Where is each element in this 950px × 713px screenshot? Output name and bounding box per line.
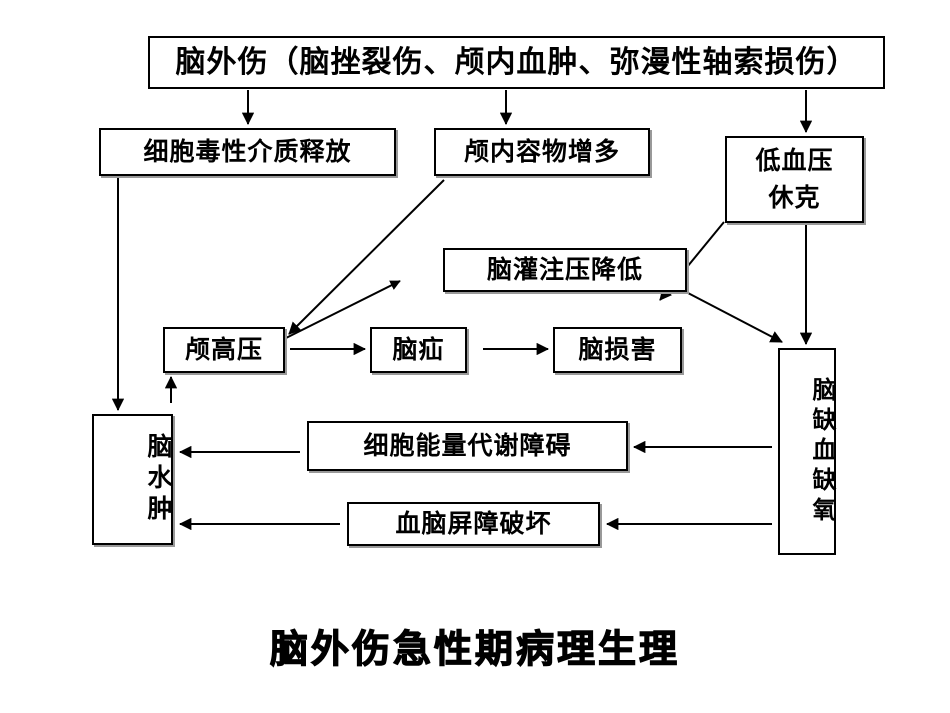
node-brain-edema[interactable]: 脑水肿 bbox=[92, 414, 173, 545]
node-ische-label: 脑缺血缺氧 bbox=[808, 376, 836, 527]
node-brain-herniation[interactable]: 脑疝 bbox=[370, 327, 467, 373]
diagram-caption: 脑外伤急性期病理生理 bbox=[269, 626, 680, 671]
node-reduced-cerebral-perfusion-pressure[interactable]: 脑灌注压降低 bbox=[443, 248, 687, 292]
node-intracranial-hypertension[interactable]: 颅高压 bbox=[163, 327, 285, 373]
node-damage-label: 脑损害 bbox=[578, 335, 657, 365]
node-edema-label: 脑水肿 bbox=[144, 433, 173, 526]
node-cpp-label: 脑灌注压降低 bbox=[486, 255, 643, 285]
edge-cpp-to-ische bbox=[687, 292, 783, 343]
node-blood-brain-barrier-disruption[interactable]: 血脑屏障破坏 bbox=[347, 502, 600, 546]
node-hypo-line2: 休克 bbox=[768, 182, 821, 212]
node-cyto-label: 细胞毒性介质释放 bbox=[143, 137, 352, 167]
node-cerebral-ischemia-hypoxia[interactable]: 脑缺血缺氧 bbox=[778, 348, 836, 555]
node-bbb-label: 血脑屏障破坏 bbox=[395, 509, 552, 539]
node-hypo-label: 低血压 休克 bbox=[727, 143, 862, 216]
node-hypo-line1: 低血压 bbox=[755, 146, 834, 176]
node-cellular-energy-metabolism-disorder[interactable]: 细胞能量代谢障碍 bbox=[307, 421, 628, 471]
node-energy-label: 细胞能量代谢障碍 bbox=[363, 431, 572, 461]
node-hernia-label: 脑疝 bbox=[392, 335, 445, 365]
node-hypotension-shock[interactable]: 低血压 休克 bbox=[725, 136, 864, 223]
edge-content-to-icp bbox=[288, 179, 445, 335]
node-title-label: 脑外伤（脑挫裂伤、颅内血肿、弥漫性轴索损伤） bbox=[175, 44, 858, 80]
node-increased-intracranial-content[interactable]: 颅内容物增多 bbox=[434, 128, 650, 176]
node-icp-label: 颅高压 bbox=[184, 335, 263, 365]
node-brain-damage[interactable]: 脑损害 bbox=[553, 327, 682, 373]
node-title-brain-trauma[interactable]: 脑外伤（脑挫裂伤、颅内血肿、弥漫性轴索损伤） bbox=[148, 36, 885, 89]
node-cytotoxic-mediator-release[interactable]: 细胞毒性介质释放 bbox=[99, 128, 396, 176]
node-content-label: 颅内容物增多 bbox=[463, 137, 620, 167]
